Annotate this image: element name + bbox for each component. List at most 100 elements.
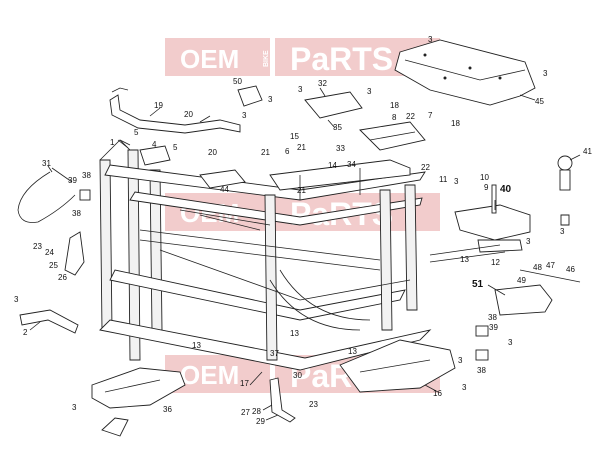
- watermark-oem-text: OEM: [180, 360, 239, 390]
- callout-3: 3: [454, 177, 459, 186]
- callout-33: 33: [336, 144, 345, 153]
- callout-21: 21: [297, 186, 306, 195]
- callout-46: 46: [566, 265, 575, 274]
- rubber-mount-39-part: [79, 189, 489, 361]
- callout-45: 45: [535, 97, 544, 106]
- callout-47: 47: [546, 261, 555, 270]
- callout-13: 13: [290, 329, 299, 338]
- leader-lines: [29, 87, 581, 421]
- pedal-28-part: [269, 377, 296, 423]
- callout-38: 38: [488, 313, 497, 322]
- callout-5: 5: [134, 128, 139, 137]
- callout-8: 8: [392, 113, 397, 122]
- hitch-ball-41-part: [557, 155, 573, 226]
- bracket-50-part: [237, 85, 263, 107]
- callout-3: 3: [298, 85, 303, 94]
- lower-skid-left-part: [91, 367, 186, 409]
- callout-18: 18: [390, 101, 399, 110]
- watermark-parts-text: PaRTS: [290, 41, 393, 77]
- callout-19: 19: [154, 101, 163, 110]
- callout-23: 23: [33, 242, 42, 251]
- callout-labels: 1 2 3 3 3 3 3 3 3 3 3 3 3 3 3 3 4 5 5 6 …: [14, 35, 592, 426]
- callout-49: 49: [517, 276, 526, 285]
- callout-3: 3: [72, 403, 77, 412]
- watermark-bike-text: BIKE: [263, 50, 270, 67]
- callout-5: 5: [173, 143, 178, 152]
- callout-9: 9: [484, 183, 489, 192]
- callout-26: 26: [58, 273, 67, 282]
- seat-bracket-35-part: [304, 91, 363, 119]
- callout-4: 4: [152, 140, 157, 149]
- callout-3: 3: [560, 227, 565, 236]
- bracket-4-part: [139, 145, 171, 166]
- callout-7: 7: [428, 111, 433, 120]
- callout-25: 25: [49, 261, 58, 270]
- callout-21: 21: [261, 148, 270, 157]
- callout-22: 22: [406, 112, 415, 121]
- small-bracket-part: [101, 417, 129, 437]
- callout-37: 37: [270, 349, 279, 358]
- callout-29: 29: [256, 417, 265, 426]
- callout-24: 24: [45, 248, 54, 257]
- bracket-2-part: [19, 309, 79, 334]
- bracket-18-22-part: [359, 121, 426, 151]
- callout-3: 3: [367, 87, 372, 96]
- front-roll-bar-part: [109, 87, 241, 134]
- callout-13: 13: [460, 255, 469, 264]
- throttle-cable-part: [17, 167, 76, 223]
- callout-36: 36: [163, 405, 172, 414]
- callout-3: 3: [242, 111, 247, 120]
- hitch-bracket-40-part: [454, 184, 531, 253]
- callout-3: 3: [458, 356, 463, 365]
- callout-32: 32: [318, 79, 327, 88]
- callout-30: 30: [293, 371, 302, 380]
- callout-20: 20: [208, 148, 217, 157]
- callout-21: 21: [297, 143, 306, 152]
- callout-3: 3: [268, 95, 273, 104]
- callout-35: 35: [333, 123, 342, 132]
- callout-23: 23: [309, 400, 318, 409]
- callout-6: 6: [285, 147, 290, 156]
- callout-50: 50: [233, 77, 242, 86]
- callout-16: 16: [433, 389, 442, 398]
- lower-skid-right-part: [339, 339, 456, 393]
- callout-20: 20: [184, 110, 193, 119]
- callout-31: 31: [42, 159, 51, 168]
- callout-2: 2: [23, 328, 28, 337]
- callout-1: 1: [110, 138, 115, 147]
- callout-28: 28: [252, 407, 261, 416]
- bracket-44-part: [199, 169, 246, 189]
- main-frame-part: [99, 139, 432, 371]
- callout-34: 34: [347, 160, 356, 169]
- callout-41: 41: [583, 147, 592, 156]
- callout-38: 38: [477, 366, 486, 375]
- callout-51: 51: [472, 279, 484, 290]
- callout-38: 38: [72, 209, 81, 218]
- callout-27: 27: [241, 408, 250, 417]
- callout-3: 3: [543, 69, 548, 78]
- callout-12: 12: [491, 258, 500, 267]
- callout-15: 15: [290, 132, 299, 141]
- watermark-oem-text: OEM: [180, 44, 239, 74]
- callout-17: 17: [240, 379, 249, 388]
- callout-40: 40: [500, 184, 512, 195]
- floor-plate-part: [394, 39, 536, 106]
- callout-3: 3: [508, 338, 513, 347]
- callout-18: 18: [451, 119, 460, 128]
- callout-10: 10: [480, 173, 489, 182]
- callout-14: 14: [328, 161, 337, 170]
- callout-38: 38: [82, 171, 91, 180]
- callout-3: 3: [462, 383, 467, 392]
- callout-44: 44: [220, 185, 229, 194]
- callout-39: 39: [489, 323, 498, 332]
- callout-22: 22: [421, 163, 430, 172]
- callout-39: 39: [68, 176, 77, 185]
- callout-3: 3: [428, 35, 433, 44]
- callout-13: 13: [348, 347, 357, 356]
- callout-13: 13: [192, 341, 201, 350]
- callout-3: 3: [14, 295, 19, 304]
- callout-11: 11: [439, 175, 448, 184]
- bracket-12-part: [429, 244, 506, 263]
